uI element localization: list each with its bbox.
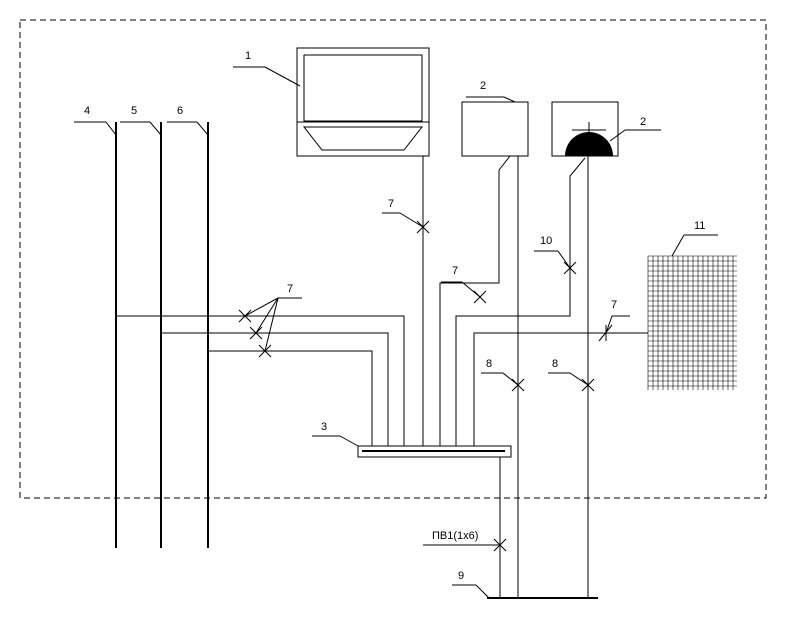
busbar-3: 3 <box>312 421 512 458</box>
vertical-line-5: 5 <box>120 105 162 548</box>
label-8-right: 8 <box>552 358 558 370</box>
cabinet-1: 1 <box>233 47 430 157</box>
vertical-line-6: 6 <box>167 105 209 548</box>
label-5: 5 <box>131 105 137 117</box>
mesh-11 <box>647 255 737 390</box>
label-cable: ПВ1(1х6) <box>432 530 478 542</box>
label-8-left: 8 <box>486 358 492 370</box>
label-11: 11 <box>694 220 705 232</box>
label-7-right: 7 <box>611 299 617 311</box>
vertical-line-4: 4 <box>74 105 117 548</box>
label-4: 4 <box>84 105 90 117</box>
lamp-2: 2 <box>551 101 661 157</box>
label-3: 3 <box>321 421 327 433</box>
box-2: 2 <box>461 80 529 157</box>
label-7-left: 7 <box>287 283 293 295</box>
label-2-box: 2 <box>480 80 486 92</box>
label-1: 1 <box>245 50 251 62</box>
boundary-dashed-frame <box>19 19 767 499</box>
label-6: 6 <box>177 105 183 117</box>
conductors <box>116 155 648 599</box>
label-7-top: 7 <box>388 198 394 210</box>
label-2-lamp: 2 <box>640 116 646 128</box>
label-9: 9 <box>458 570 464 582</box>
label-10: 10 <box>540 235 552 247</box>
label-7-mid: 7 <box>452 265 458 277</box>
connection-marks: 7 7 7 7 10 8 8 <box>238 198 630 599</box>
